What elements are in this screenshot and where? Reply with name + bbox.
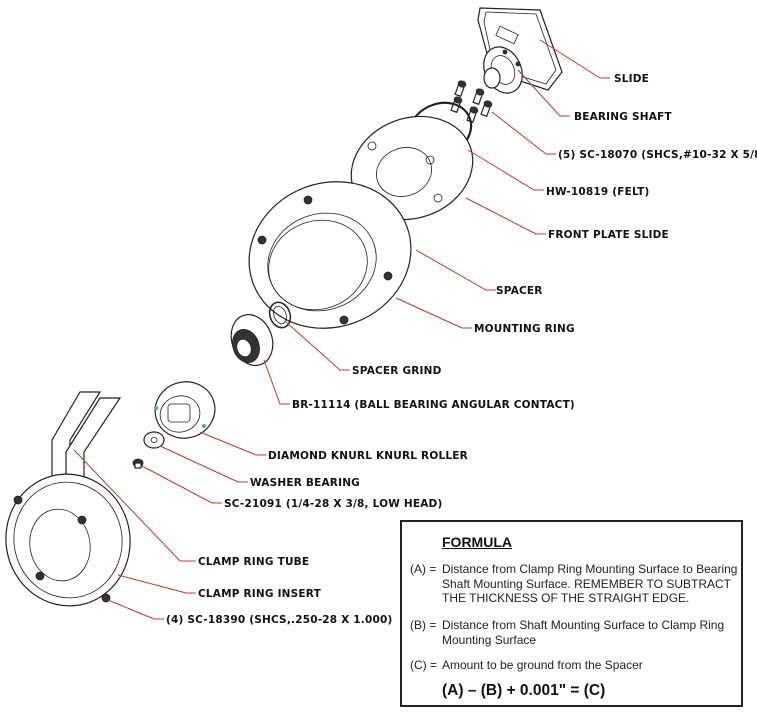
label-clamp-ring-insert: CLAMP RING INSERT <box>198 588 322 600</box>
label-mounting-ring: MOUNTING RING <box>474 323 575 335</box>
mounting-ring-part <box>248 181 412 329</box>
label-clamp-ring-tube: CLAMP RING TUBE <box>198 556 309 568</box>
label-slide: SLIDE <box>614 73 649 85</box>
label-spacer: SPACER <box>496 285 543 297</box>
knurl-roller-part <box>154 381 216 439</box>
formula-item-a: (A) = Distance from Clamp Ring Mounting … <box>410 562 740 606</box>
label-sc-18390: (4) SC-18390 (SHCS,.250-28 X 1.000) <box>166 614 393 626</box>
ball-bearing-part <box>230 314 274 366</box>
formula-key-b: (B) = <box>410 618 437 632</box>
label-shcs-18070: (5) SC-18070 (SHCS,#10-32 X 5/8) <box>558 149 757 161</box>
leader-lines <box>73 39 610 620</box>
bearing-shaft-part <box>483 46 523 94</box>
label-spacer-grind: SPACER GRIND <box>352 365 442 377</box>
shcs-screws <box>450 80 493 124</box>
label-bearing: BR-11114 (BALL BEARING ANGULAR CONTACT) <box>292 399 575 411</box>
formula-title: FORMULA <box>442 534 512 550</box>
washer-bearing-part <box>143 431 165 449</box>
label-washer-bearing: WASHER BEARING <box>250 477 360 489</box>
formula-text-b: Distance from Shaft Mounting Surface to … <box>442 618 725 647</box>
formula-text-c: Amount to be ground from the Spacer <box>442 658 643 672</box>
low-head-screw-part <box>132 458 144 469</box>
spacer-grind-part <box>268 301 292 329</box>
formula-box: FORMULA (A) = Distance from Clamp Ring M… <box>400 520 743 707</box>
formula-item-b: (B) = Distance from Shaft Mounting Surfa… <box>410 618 740 647</box>
label-knurl-roller: DIAMOND KNURL KNURL ROLLER <box>268 450 468 462</box>
label-felt: HW-10819 (FELT) <box>546 186 650 198</box>
label-sc-21091: SC-21091 (1/4-28 X 3/8, LOW HEAD) <box>224 498 442 510</box>
formula-key-a: (A) = <box>410 562 437 576</box>
formula-text-a: Distance from Clamp Ring Mounting Surfac… <box>442 562 738 605</box>
clamp-ring-insert-part <box>5 473 131 607</box>
formula-key-c: (C) = <box>410 658 437 672</box>
formula-equation: (A) – (B) + 0.001" = (C) <box>442 682 606 699</box>
formula-item-c: (C) = Amount to be ground from the Space… <box>410 658 740 673</box>
label-front-plate-slide: FRONT PLATE SLIDE <box>548 229 669 241</box>
label-bearing-shaft: BEARING SHAFT <box>574 111 672 123</box>
